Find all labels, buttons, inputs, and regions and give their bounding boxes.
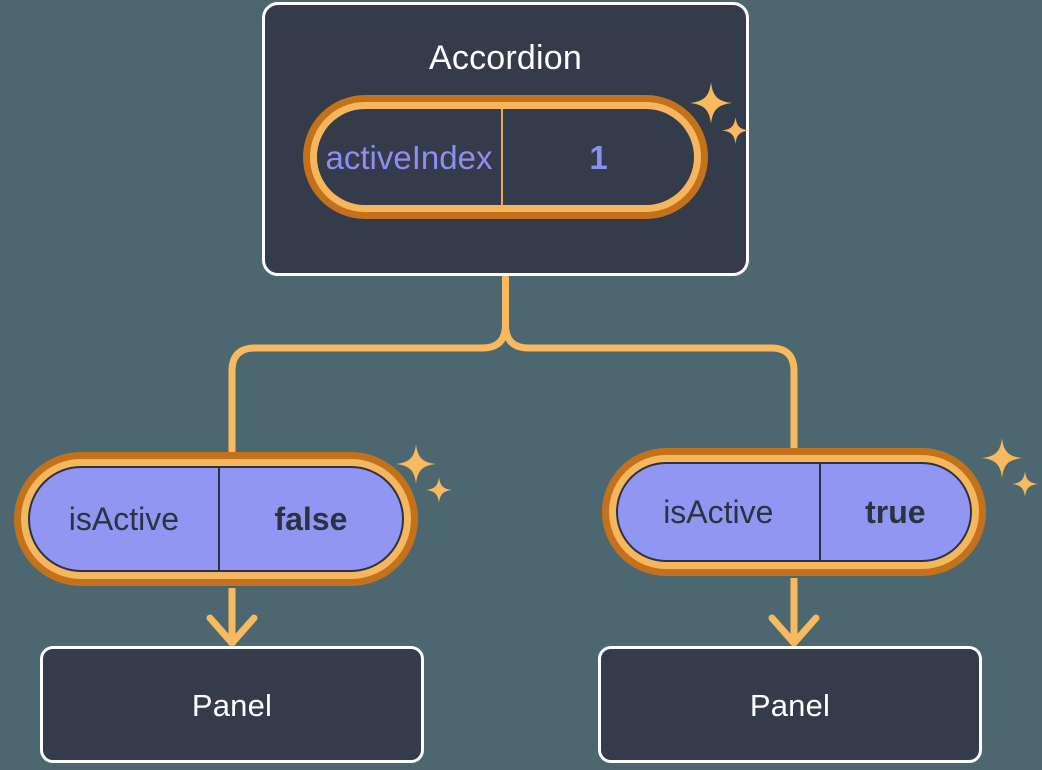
state-pill-body-right: isActive true (616, 462, 972, 562)
component-node-panel-left[interactable]: Panel (40, 646, 424, 763)
state-value-is-active-left: false (274, 501, 348, 537)
panel-right-title: Panel (749, 688, 831, 723)
component-node-panel-right[interactable]: Panel (598, 646, 982, 763)
state-pill-highlight-ring-left: isActive false (21, 459, 411, 579)
state-key-is-active-right: isActive (618, 464, 821, 560)
prop-value-active-index: 1 (589, 138, 608, 176)
accordion-title: Accordion (429, 39, 582, 77)
state-pill-body-left: isActive false (28, 466, 404, 572)
state-value-is-active-right: true (865, 494, 926, 530)
arrow-head-left-icon (206, 614, 258, 647)
prop-pill-body: activeIndex 1 (317, 109, 694, 205)
arrow-head-right-icon (768, 614, 820, 647)
state-pill-is-active-false[interactable]: isActive false (14, 452, 418, 586)
state-pill-is-active-true[interactable]: isActive true (602, 448, 986, 576)
connector-trunk-right (502, 272, 798, 456)
prop-key-active-index: activeIndex (317, 109, 503, 205)
prop-pill-active-index[interactable]: activeIndex 1 (303, 95, 708, 219)
prop-pill-highlight-ring: activeIndex 1 (310, 102, 701, 212)
panel-left-title: Panel (191, 688, 273, 723)
state-pill-highlight-ring-right: isActive true (609, 455, 979, 569)
connector-trunk-left (228, 272, 509, 460)
state-key-is-active-left: isActive (30, 468, 220, 570)
